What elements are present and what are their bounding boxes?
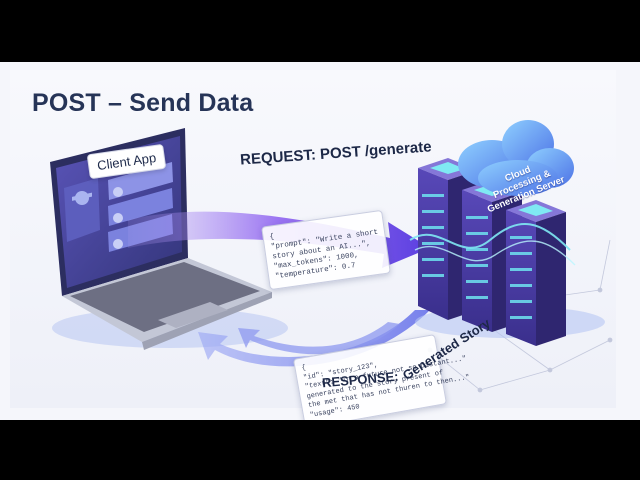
cloud-icon [458,120,574,196]
page-title: POST – Send Data [32,89,254,117]
laptop-icon [50,128,272,350]
bottom-letterbox-bar [0,420,640,480]
top-letterbox-bar [0,0,640,62]
slide-frame: POST – Send Data Client App REQUEST: POS… [0,62,640,420]
slide-panel: POST – Send Data Client App REQUEST: POS… [10,70,616,420]
diagram-scene [50,120,613,393]
response-arrow-outer [198,310,430,367]
server-rack-icon [409,158,605,346]
